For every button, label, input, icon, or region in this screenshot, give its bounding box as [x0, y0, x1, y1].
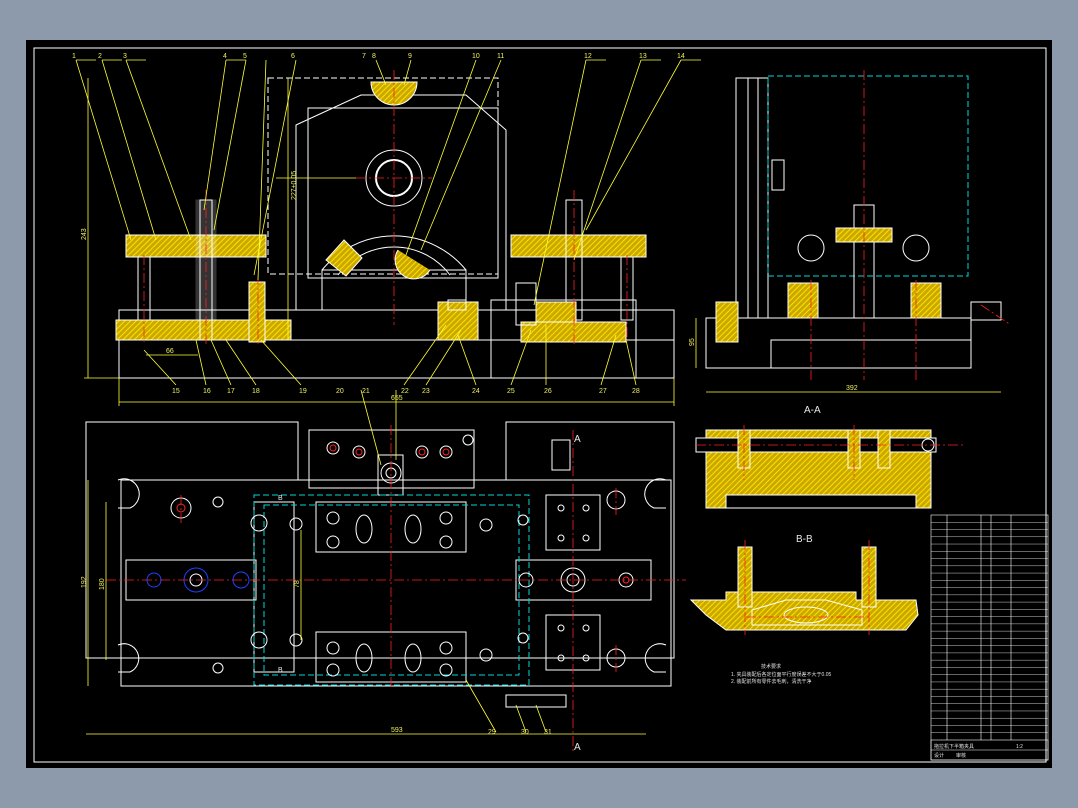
front-view — [115, 77, 675, 379]
svg-text:31: 31 — [544, 729, 552, 736]
svg-text:2: 2 — [98, 53, 102, 60]
svg-text:8: 8 — [372, 53, 376, 60]
cut-a-bottom: A — [574, 742, 581, 753]
svg-text:技术要求: 技术要求 — [761, 663, 781, 670]
svg-text:28: 28 — [632, 388, 640, 395]
svg-text:10: 10 — [472, 53, 480, 60]
plan-holes — [146, 434, 634, 677]
section-b-b-label: B-B — [796, 534, 813, 545]
dim-overall-length: 655 — [391, 395, 403, 402]
svg-text:27: 27 — [599, 388, 607, 395]
dim-side-width: 392 — [846, 385, 858, 392]
dim-height-front: 243 — [81, 228, 88, 240]
dim-bore-height: 227±0.05 — [291, 171, 298, 200]
svg-text:24: 24 — [472, 388, 480, 395]
section-b-b — [689, 546, 919, 631]
cad-drawing-sheet: 1 2 3 4 5 6 7 8 9 10 11 12 13 14 15 16 1… — [26, 40, 1052, 768]
svg-text:12: 12 — [584, 53, 592, 60]
svg-text:7: 7 — [362, 53, 366, 60]
dim-side-height: 95 — [689, 338, 696, 346]
cut-a-top: A — [574, 434, 581, 445]
plan-view — [85, 421, 675, 708]
svg-text:26: 26 — [544, 388, 552, 395]
technical-notes: 技术要求 1. 夹具装配后各定位面平行度误差不大于0.05 2. 装配前所有零件… — [731, 663, 832, 685]
svg-text:21: 21 — [362, 388, 370, 395]
svg-text:18: 18 — [252, 388, 260, 395]
svg-text:1: 1 — [72, 53, 76, 60]
parts-list-rows — [931, 522, 1048, 733]
svg-text:1. 夹具装配后各定位面平行度误差不大于0.05: 1. 夹具装配后各定位面平行度误差不大于0.05 — [731, 671, 832, 678]
svg-text:5: 5 — [243, 53, 247, 60]
plan-dimensions — [86, 389, 646, 735]
title-block-title: 拖拉机下半箱夹具 — [934, 743, 974, 750]
svg-text:设计: 设计 — [934, 752, 944, 759]
svg-text:1:2: 1:2 — [1016, 744, 1023, 750]
dim-small-width: 66 — [166, 348, 174, 355]
svg-text:25: 25 — [507, 388, 515, 395]
dim-plan-length: 593 — [391, 727, 403, 734]
svg-text:30: 30 — [521, 729, 529, 736]
svg-text:19: 19 — [299, 388, 307, 395]
cut-b-bottom: B — [278, 667, 283, 674]
side-view — [705, 75, 1002, 369]
svg-text:23: 23 — [422, 388, 430, 395]
svg-text:3: 3 — [123, 53, 127, 60]
assembly-drawing[interactable]: 1 2 3 4 5 6 7 8 9 10 11 12 13 14 15 16 1… — [26, 40, 1052, 768]
side-dimensions — [695, 318, 1001, 393]
side-centerlines — [810, 70, 1012, 380]
front-leaders — [75, 59, 701, 406]
svg-text:29: 29 — [488, 729, 496, 736]
section-a-a — [695, 429, 937, 509]
svg-text:17: 17 — [227, 388, 235, 395]
dim-plan-inner-width: 78 — [294, 580, 301, 588]
front-part-numbers: 1 2 3 4 5 6 7 8 9 10 11 12 13 14 15 16 1… — [72, 53, 685, 402]
parts-list — [930, 514, 1049, 761]
svg-text:16: 16 — [203, 388, 211, 395]
svg-text:2. 装配前所有零件去毛刺，清洗干净: 2. 装配前所有零件去毛刺，清洗干净 — [731, 678, 812, 685]
svg-text:14: 14 — [677, 53, 685, 60]
dim-plan-inner-height: 180 — [99, 578, 106, 590]
svg-text:审核: 审核 — [956, 752, 966, 759]
cut-b-top: B — [278, 495, 283, 502]
svg-text:11: 11 — [497, 53, 504, 60]
svg-text:22: 22 — [401, 388, 409, 395]
title-block: 拖拉机下半箱夹具 设计 审核 1:2 — [930, 739, 1049, 761]
svg-text:20: 20 — [336, 388, 344, 395]
svg-text:6: 6 — [291, 53, 295, 60]
dim-plan-height: 192 — [81, 576, 88, 588]
svg-text:4: 4 — [223, 53, 227, 60]
section-a-a-label: A-A — [804, 405, 821, 416]
svg-text:15: 15 — [172, 388, 180, 395]
front-centerlines — [143, 70, 628, 345]
svg-text:9: 9 — [408, 53, 412, 60]
svg-text:13: 13 — [639, 53, 647, 60]
sheet-border — [33, 47, 1047, 763]
plan-centerlines — [106, 425, 686, 752]
